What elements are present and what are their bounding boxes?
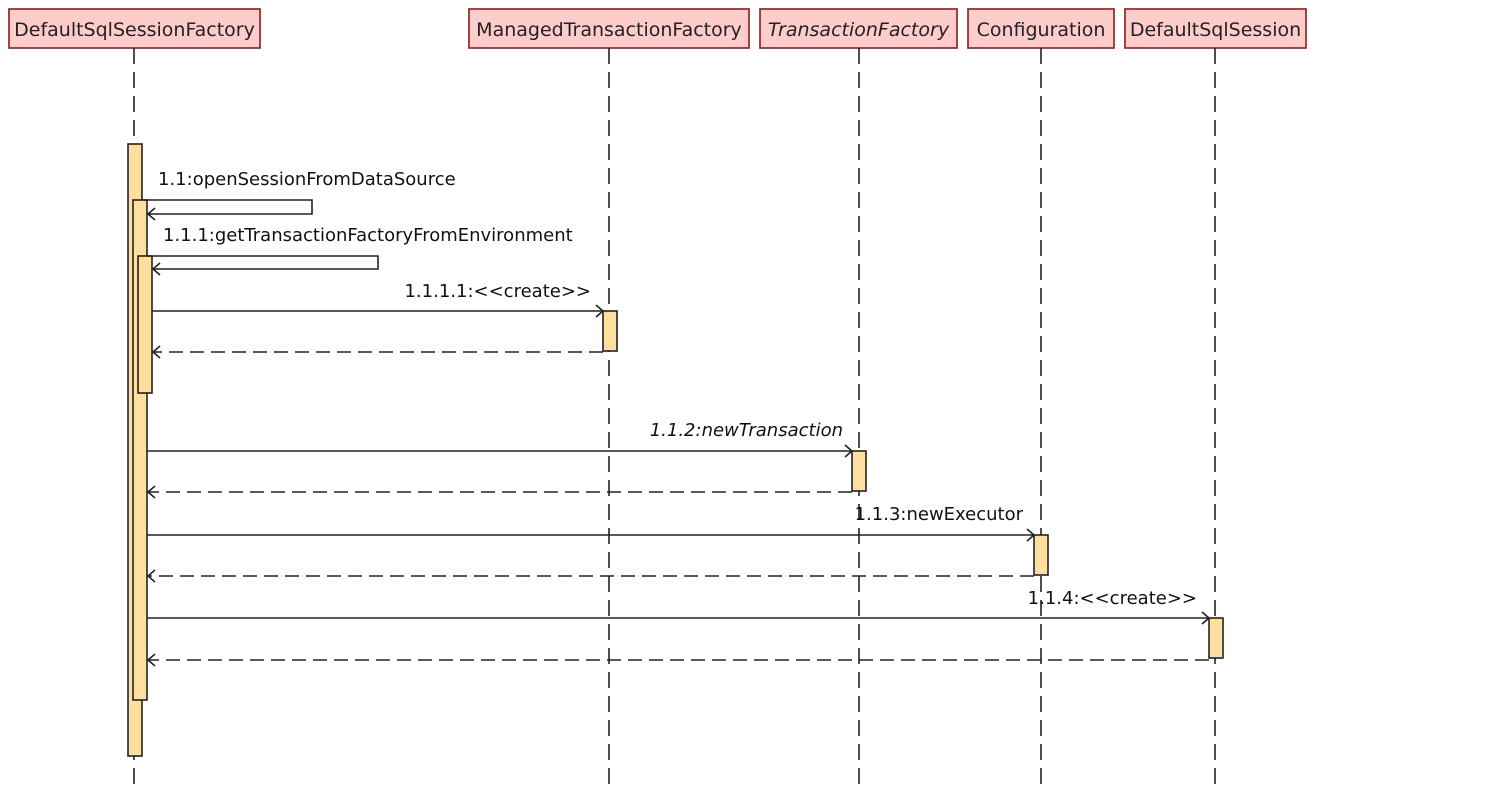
return-arrow-head xyxy=(146,485,156,499)
participant-default-sql-session[interactable]: DefaultSqlSession xyxy=(1124,8,1307,49)
activation-bar-configuration xyxy=(1033,534,1049,576)
activation-bar-default-sql-session xyxy=(1208,617,1224,659)
self-call-line xyxy=(147,255,379,270)
participant-managed-transaction-factory[interactable]: ManagedTransactionFactory xyxy=(468,8,750,49)
participant-default-sql-session-factory[interactable]: DefaultSqlSessionFactory xyxy=(8,8,261,49)
participant-box xyxy=(8,8,261,49)
participant-transaction-factory[interactable]: TransactionFactory xyxy=(759,8,958,49)
message-label: 1.1.3:newExecutor xyxy=(855,504,1024,525)
activation-bar-get-transaction-factory xyxy=(137,255,153,394)
message-1-1-4[interactable]: 1.1.4:<<create>> xyxy=(146,588,1211,667)
arrow-head xyxy=(146,207,156,221)
self-call-line xyxy=(142,199,313,215)
message-1-1[interactable]: 1.1:openSessionFromDataSource xyxy=(142,169,456,221)
message-label: 1.1:openSessionFromDataSource xyxy=(158,169,456,190)
return-arrow-head xyxy=(146,653,156,667)
message-1-1-1[interactable]: 1.1.1:getTransactionFactoryFromEnvironme… xyxy=(147,225,573,276)
message-label: 1.1.2:newTransaction xyxy=(650,420,843,441)
arrow-head xyxy=(595,304,605,318)
message-1-1-2[interactable]: 1.1.2:newTransaction xyxy=(146,420,854,499)
participant-label: ManagedTransactionFactory xyxy=(476,19,742,41)
participant-label: TransactionFactory xyxy=(768,19,950,41)
participant-label: DefaultSqlSession xyxy=(1130,19,1301,41)
participant-label: Configuration xyxy=(977,19,1106,41)
participant-label: DefaultSqlSessionFactory xyxy=(14,19,255,41)
participant-configuration[interactable]: Configuration xyxy=(967,8,1115,49)
message-1-1-3[interactable]: 1.1.3:newExecutor xyxy=(146,504,1036,583)
participant-box xyxy=(967,8,1115,49)
arrow-head xyxy=(1026,528,1036,542)
message-label: 1.1.1.1:<<create>> xyxy=(404,281,591,302)
return-arrow-head xyxy=(146,569,156,583)
activation-bar-managed-transaction-factory xyxy=(602,310,618,352)
return-arrow-head xyxy=(151,345,161,359)
activation-bar-transaction-factory xyxy=(851,450,867,492)
message-label: 1.1.4:<<create>> xyxy=(1028,588,1197,609)
arrow-head xyxy=(844,444,854,458)
message-1-1-1-1[interactable]: 1.1.1.1:<<create>> xyxy=(151,281,605,359)
arrow-head xyxy=(1201,611,1211,625)
participant-box xyxy=(468,8,750,49)
arrow-head xyxy=(151,262,161,276)
message-label: 1.1.1:getTransactionFactoryFromEnvironme… xyxy=(163,225,573,246)
